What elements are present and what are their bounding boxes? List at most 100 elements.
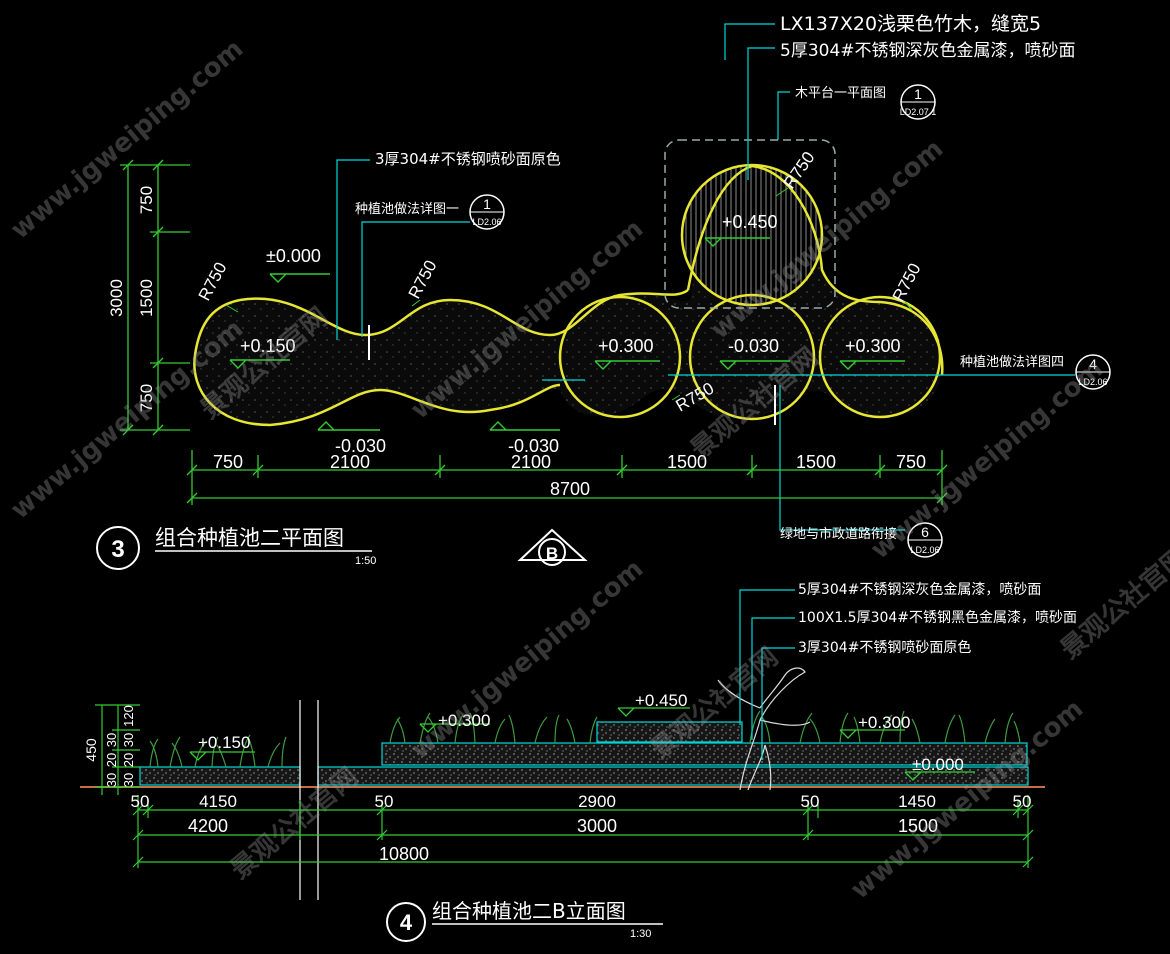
dim-label: 20 (104, 753, 119, 767)
ref-sheet: LD2.06 (472, 217, 501, 227)
dim-label: 3000 (577, 816, 617, 836)
dim-label: 1450 (898, 792, 936, 811)
dim-label: 1500 (137, 279, 156, 317)
detail-ref-4: 6 LD2.06 (907, 522, 943, 558)
note-detail-one: 种植池做法详图一 (355, 202, 459, 217)
note-material-b: 5厚304#不锈钢深灰色金属漆，喷砂面 (780, 41, 1076, 61)
plan-scale: 1:50 (355, 555, 376, 567)
elevation-view: +0.150 +0.300 +0.450 +0.300 ±0.000 5厚304… (80, 581, 1077, 942)
dim-label: 50 (131, 792, 150, 811)
level-label: ±0.000 (912, 755, 964, 774)
dim-label: 30 (104, 733, 119, 747)
level-label: ±0.000 (266, 246, 321, 266)
note-detail-four: 种植池做法详图四 (960, 355, 1064, 370)
dim-label: 750 (137, 384, 156, 412)
plan-title: 组合种植池二平面图 (155, 526, 344, 550)
note-green-link: 绿地与市政道路衔接 (780, 526, 897, 542)
dim-label: 750 (137, 186, 156, 214)
ref-number: 1 (914, 86, 922, 102)
dim-label: 1500 (667, 452, 707, 472)
level-label: +0.450 (635, 691, 687, 710)
dim-label: 50 (375, 792, 394, 811)
dim-label: 30 (104, 773, 119, 787)
elev-note-1: 5厚304#不锈钢深灰色金属漆，喷砂面 (798, 581, 1041, 598)
dim-total-label: 10800 (379, 844, 429, 864)
level-label: +0.300 (845, 336, 901, 356)
elev-bottom-dimension-labels: 50 4150 50 2900 50 1450 50 4200 3000 150… (131, 792, 1032, 864)
elev-left-dimensions (95, 704, 140, 795)
ref-sheet: LD2.07.1 (900, 107, 937, 117)
elev-number: 4 (400, 910, 413, 935)
plan-bottom-dimension-labels: 750 2100 2100 1500 1500 750 8700 (213, 452, 926, 499)
grass (149, 710, 1021, 768)
elev-title-block: 4 组合种植池二B立面图 1:30 (386, 899, 663, 942)
detail-ref-3: 4 LD2.06 (1075, 354, 1111, 390)
level-label: +0.150 (198, 733, 250, 752)
dim-label: 30 (121, 733, 136, 747)
dim-label: 20 (121, 753, 136, 767)
elev-scale: 1:30 (630, 928, 651, 940)
section-marker: B (517, 528, 588, 566)
detail-ref-1: 1 LD2.07.1 (900, 84, 937, 120)
elev-leaders (739, 589, 795, 760)
dim-label: 2100 (330, 452, 370, 472)
base-slab-left (139, 766, 301, 786)
pool-outline (193, 163, 944, 427)
plan-left-dimensions (120, 159, 190, 436)
level-label: +0.300 (598, 336, 654, 356)
note-material-a: LX137X20浅栗色竹木，缝宽5 (780, 13, 1041, 35)
dim-label: 120 (121, 705, 136, 727)
dim-label: 4200 (188, 816, 228, 836)
elev-level-marks (189, 707, 975, 781)
plan-leaders (336, 23, 1075, 531)
level-label: -0.030 (508, 436, 559, 456)
ref-sheet: LD2.06 (910, 545, 939, 555)
dim-label: 1500 (796, 452, 836, 472)
radius-label: R750 (780, 148, 819, 192)
plan-number: 3 (111, 536, 124, 563)
ref-number: 4 (1089, 356, 1097, 372)
elev-note-3: 3厚304#不锈钢喷砂面原色 (798, 639, 971, 656)
dim-label: 450 (83, 738, 99, 762)
dim-total-label: 3000 (107, 279, 126, 317)
note-wood-platform: 木平台一平面图 (795, 86, 886, 101)
plan-bottom-dimensions (186, 450, 948, 505)
ref-number: 6 (921, 524, 929, 540)
level-label: +0.450 (722, 212, 778, 232)
plan-level-labels: ±0.000 +0.150 -0.030 -0.030 +0.300 -0.03… (240, 212, 901, 456)
plan-level-marks (229, 237, 905, 431)
dim-label: 750 (896, 452, 926, 472)
ref-number: 1 (483, 196, 491, 212)
middle-tier (381, 742, 1028, 766)
elev-notes: 5厚304#不锈钢深灰色金属漆，喷砂面 100X1.5厚304#不锈钢黑色金属漆… (798, 581, 1077, 656)
elev-left-dimension-labels: 450 120 30 30 20 20 30 30 (83, 705, 136, 787)
dim-label: 2100 (511, 452, 551, 472)
elev-title: 组合种植池二B立面图 (432, 899, 626, 923)
section-letter: B (546, 544, 558, 563)
radius-label: R750 (405, 257, 441, 302)
dim-label: 4150 (199, 792, 237, 811)
elev-note-2: 100X1.5厚304#不锈钢黑色金属漆，喷砂面 (798, 609, 1077, 626)
top-tier (596, 721, 743, 743)
level-label: -0.030 (335, 436, 386, 456)
platform-dashed-outline (664, 139, 836, 309)
plan-markers (368, 325, 776, 425)
level-label: +0.300 (438, 711, 490, 730)
watermark-text: 景观公社官网 (1055, 541, 1170, 665)
elev-level-labels: +0.150 +0.300 +0.450 +0.300 ±0.000 (198, 691, 964, 774)
dim-label: 1500 (898, 816, 938, 836)
dim-total-label: 8700 (550, 479, 590, 499)
radius-label: R750 (195, 259, 231, 304)
note-stainless: 3厚304#不锈钢喷砂面原色 (375, 150, 561, 168)
plan-view: ±0.000 +0.150 -0.030 -0.030 +0.300 -0.03… (96, 13, 1111, 570)
detail-ref-2: 1 LD2.06 (469, 194, 505, 230)
plan-notes: LX137X20浅栗色竹木，缝宽5 5厚304#不锈钢深灰色金属漆，喷砂面 木平… (355, 13, 1076, 542)
dim-label: 50 (801, 792, 820, 811)
dim-label: 750 (213, 452, 243, 472)
dim-label: 2900 (578, 792, 616, 811)
level-label: +0.300 (858, 713, 910, 732)
plan-left-dimension-labels: 750 1500 750 3000 (107, 186, 156, 412)
radius-label: R750 (889, 260, 925, 305)
